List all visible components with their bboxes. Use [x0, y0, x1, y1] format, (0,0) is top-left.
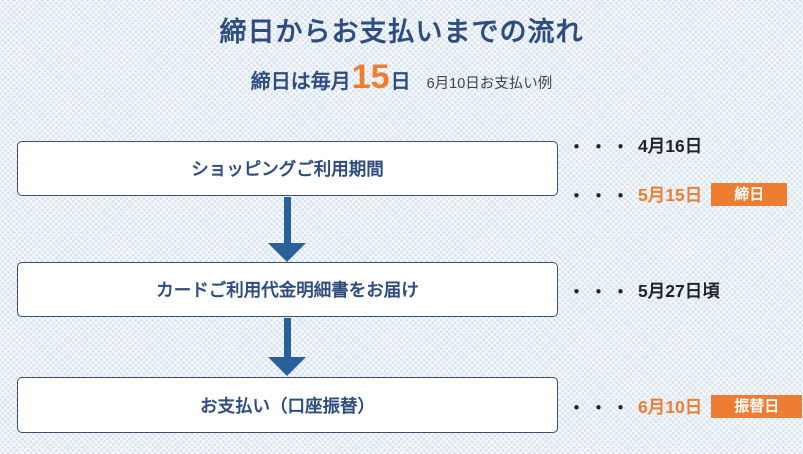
date-row-usage-start: ・・・ 4月16日 [568, 133, 702, 158]
date-value: 6月10日 [638, 397, 703, 417]
date-row-closing-date: ・・・ 5月15日 締日 [568, 182, 788, 207]
flow-step-shopping-period: ショッピングご利用期間 [17, 141, 558, 196]
down-arrow [268, 197, 306, 262]
down-arrow [268, 318, 306, 376]
subtitle: 締日は毎月 15 日 6月10日お支払い例 [0, 60, 803, 94]
flow-step-statement-delivery: カードご利用代金明細書をお届け [17, 262, 558, 317]
leader-dots: ・・・ [568, 399, 634, 418]
date-value: 4月16日 [638, 136, 703, 156]
arrow-head [268, 357, 306, 376]
subtitle-day-suffix: 日 [390, 71, 411, 93]
flow-step-payment: お支払い（口座振替） [17, 377, 558, 433]
flow-step-label: ショッピングご利用期間 [191, 159, 384, 179]
closing-date-badge: 締日 [711, 183, 788, 206]
leader-dots: ・・・ [568, 187, 634, 206]
flow-step-label: カードご利用代金明細書をお届け [156, 280, 419, 300]
date-value: 5月15日 [638, 185, 703, 205]
subtitle-payment-example: 6月10日お支払い例 [426, 76, 553, 92]
page-title: 締日からお支払いまでの流れ [219, 17, 584, 47]
arrow-head [268, 243, 306, 262]
subtitle-prefix: 締日は毎月 [250, 71, 351, 93]
leader-dots: ・・・ [568, 283, 634, 302]
date-row-statement-arrival: ・・・ 5月27日頃 [568, 278, 720, 303]
leader-dots: ・・・ [568, 138, 634, 157]
arrow-stem [283, 318, 291, 357]
subtitle-closing-day-number: 15 [351, 58, 390, 96]
flow-step-label: お支払い（口座振替） [200, 395, 375, 416]
arrow-stem [283, 197, 291, 243]
date-value: 5月27日頃 [638, 281, 720, 301]
date-row-transfer-date: ・・・ 6月10日 振替日 [568, 394, 803, 419]
transfer-date-badge: 振替日 [711, 395, 803, 418]
